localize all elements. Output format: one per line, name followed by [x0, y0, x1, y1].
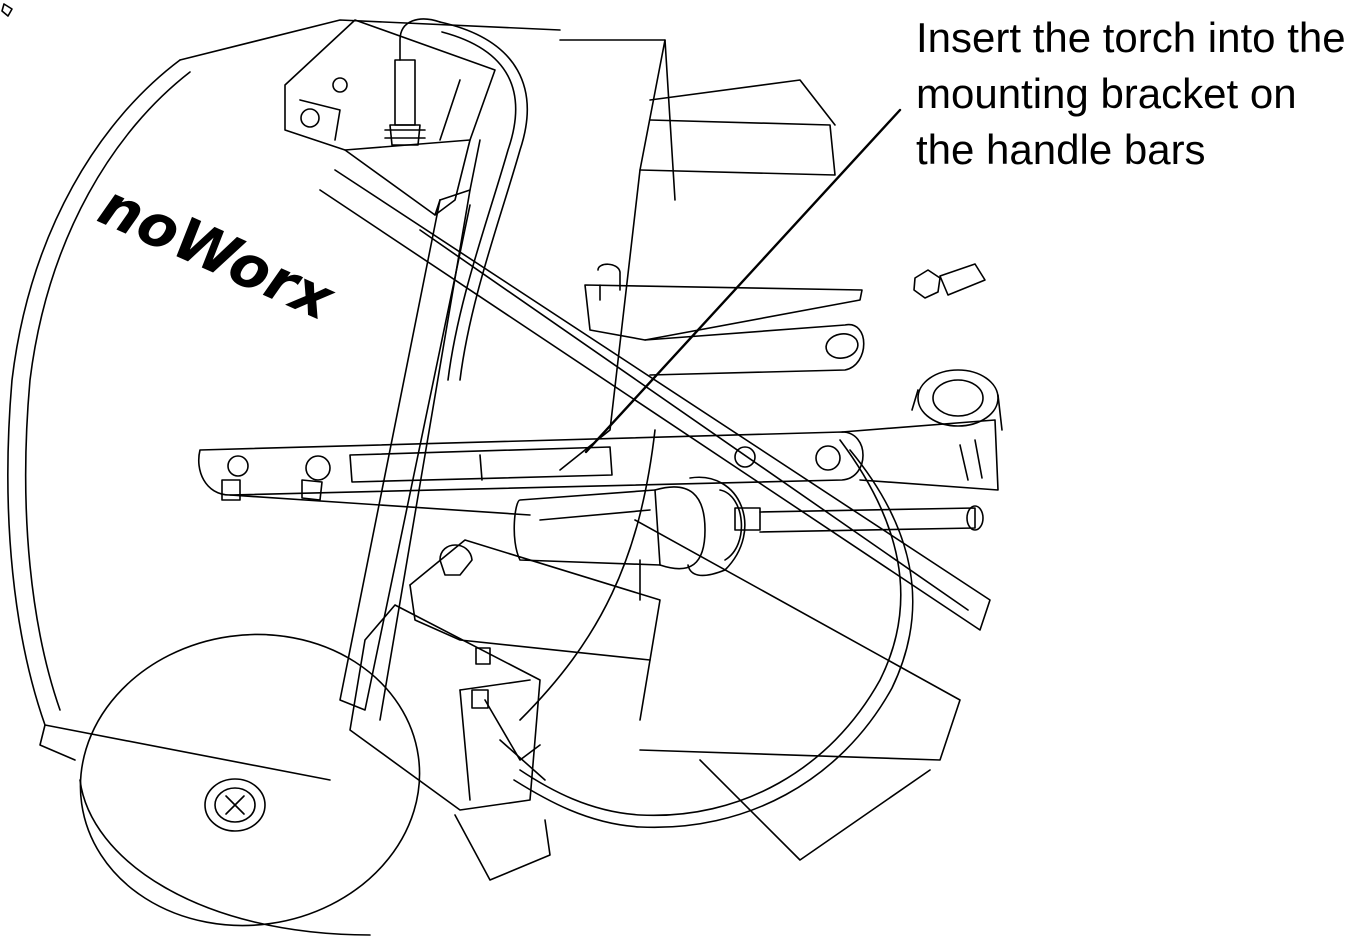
- callout-line-2: mounting bracket on: [916, 70, 1297, 117]
- wheel: [79, 633, 421, 936]
- loose-knob: [913, 263, 986, 299]
- handle-bar: [198, 419, 999, 516]
- right-knob: [911, 369, 1003, 431]
- corner-mark: [1, 3, 13, 17]
- callout-line-3: the handle bars: [916, 126, 1206, 173]
- lower-housing: [409, 519, 961, 861]
- diagonal-rail: [319, 169, 991, 631]
- handle-bracket: [584, 263, 865, 376]
- torch: [513, 476, 984, 577]
- blade-guard: noWorx: [7, 19, 561, 781]
- callout-leader: [584, 108, 902, 454]
- motor-box: [349, 604, 551, 881]
- brand-logo: noWorx: [89, 171, 344, 335]
- callout-line-1: Insert the torch into the: [916, 14, 1346, 61]
- top-mounting-bracket: [284, 18, 496, 216]
- hose: [439, 21, 914, 829]
- callout-text: Insert the torch into the mounting brack…: [916, 10, 1361, 178]
